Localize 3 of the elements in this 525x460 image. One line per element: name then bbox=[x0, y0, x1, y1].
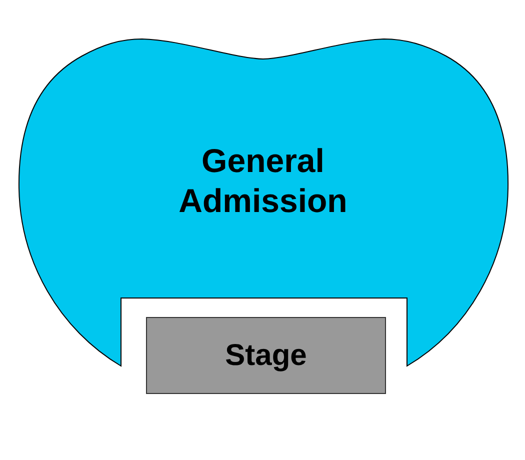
stage-block bbox=[146, 317, 386, 394]
section-label: General Admission bbox=[178, 141, 348, 221]
stage-label: Stage bbox=[224, 338, 308, 374]
